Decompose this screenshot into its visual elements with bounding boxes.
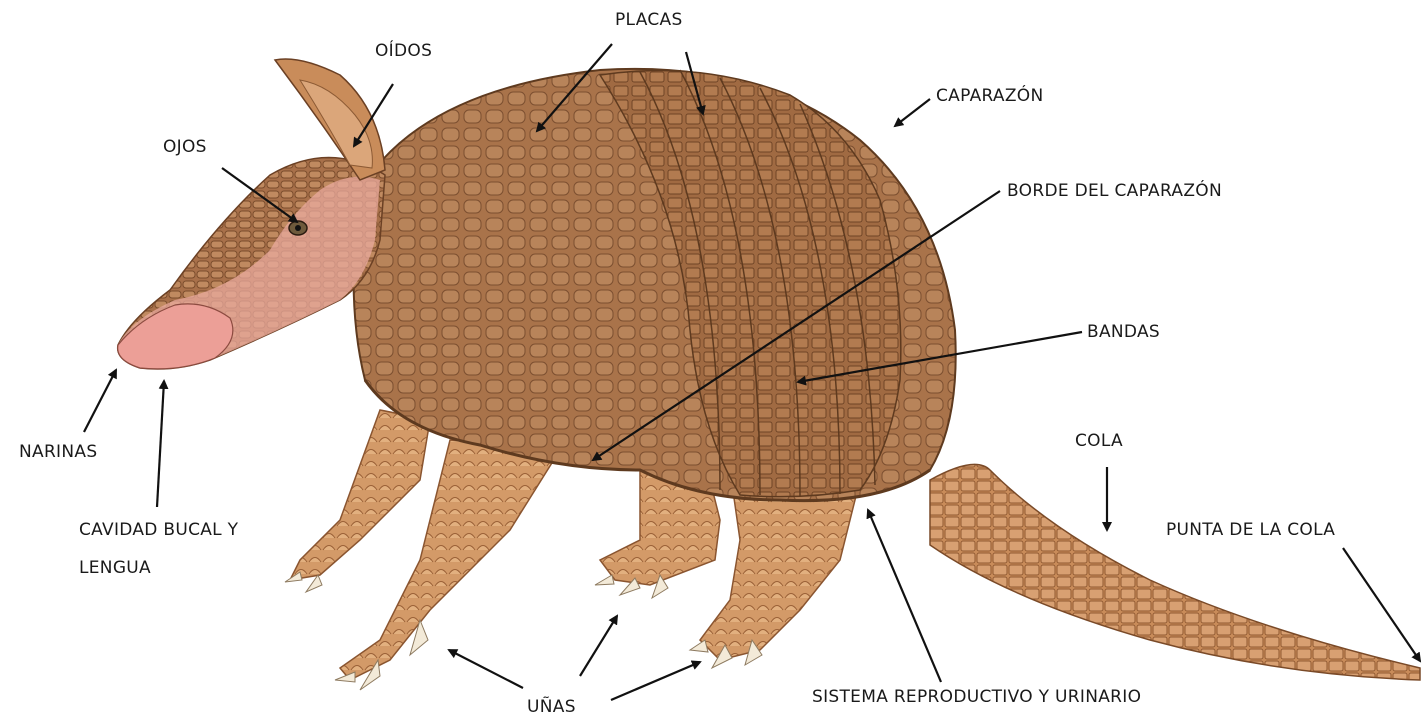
label-cavidad-line1: CAVIDAD BUCAL Y bbox=[79, 520, 239, 540]
label-narinas: NARINAS bbox=[19, 442, 97, 462]
armadillo-illustration bbox=[118, 59, 1420, 690]
arrow-unas-3 bbox=[611, 662, 700, 700]
label-oidos: OÍDOS bbox=[375, 39, 432, 61]
label-cola: COLA bbox=[1075, 431, 1123, 451]
label-borde: BORDE DEL CAPARAZÓN bbox=[1007, 179, 1222, 201]
arrow-unas-1 bbox=[449, 650, 523, 688]
arrow-unas-2 bbox=[580, 616, 617, 676]
arrow-narinas bbox=[84, 370, 116, 432]
arrow-caparazon bbox=[895, 99, 930, 126]
label-ojos: OJOS bbox=[163, 137, 207, 157]
label-caparazon: CAPARAZÓN bbox=[936, 84, 1044, 106]
arrow-cavidad bbox=[157, 381, 164, 507]
label-placas: PLACAS bbox=[615, 10, 683, 30]
label-bandas: BANDAS bbox=[1087, 322, 1160, 342]
label-unas: UÑAS bbox=[527, 695, 576, 717]
snout bbox=[118, 304, 233, 369]
label-cavidad-line2: LENGUA bbox=[79, 558, 151, 578]
label-sistema: SISTEMA REPRODUCTIVO Y URINARIO bbox=[812, 687, 1141, 707]
arrow-punta bbox=[1343, 548, 1420, 661]
tail bbox=[930, 464, 1420, 680]
front-leg-far bbox=[290, 410, 430, 580]
label-punta: PUNTA DE LA COLA bbox=[1166, 520, 1335, 540]
